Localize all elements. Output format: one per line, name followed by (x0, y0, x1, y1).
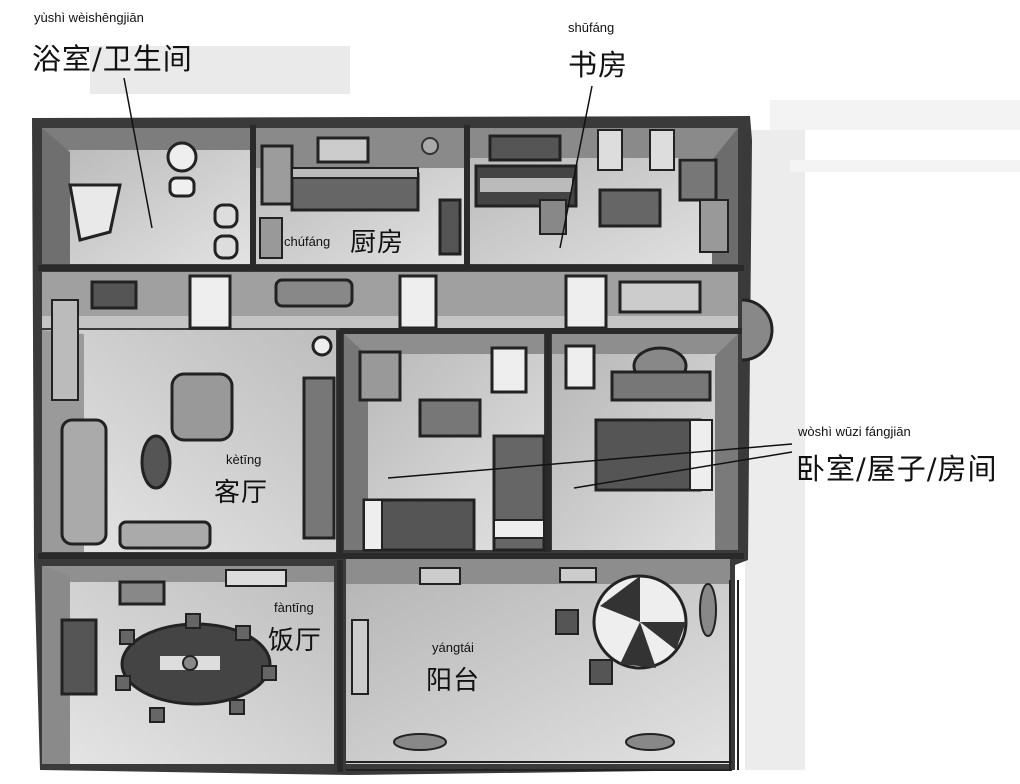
right-shadow (745, 130, 805, 770)
bedroom-hanzi: 卧室/屋子/房间 (796, 452, 998, 486)
bathroom-hanzi: 浴室/卫生间 (32, 42, 193, 76)
leader-lines (123, 77, 793, 489)
dining-room-pinyin: fàntīng (274, 600, 314, 615)
balcony-pinyin: yángtái (432, 640, 474, 655)
study-hanzi: 书房 (568, 48, 629, 82)
living-room-pinyin: kètīng (226, 452, 262, 467)
dining-room-hanzi: 饭厅 (268, 626, 323, 656)
kitchen-pinyin: chúfáng (284, 234, 331, 249)
study-pinyin: shūfáng (568, 20, 615, 35)
kitchen-hanzi: 厨房 (350, 228, 405, 258)
balcony-hanzi: 阳台 (426, 666, 481, 696)
bathroom-pinyin: yùshì wèishēngjiān (34, 10, 144, 25)
bedroom-pinyin: wòshì wūzi fángjiān (798, 424, 911, 439)
living-room-hanzi: 客厅 (214, 478, 269, 508)
